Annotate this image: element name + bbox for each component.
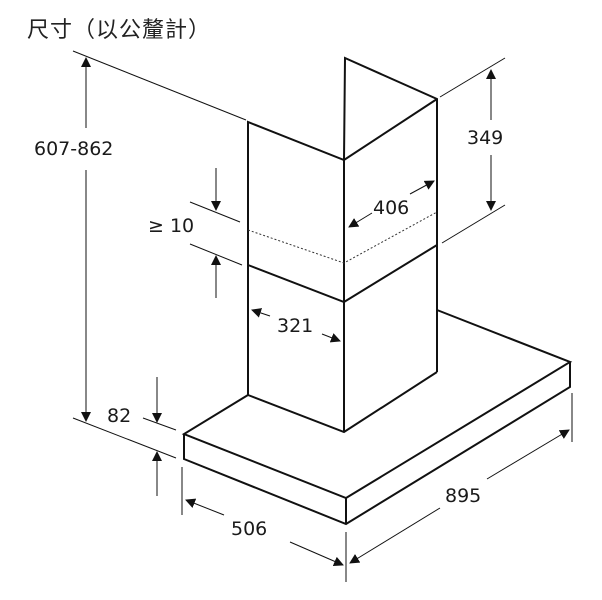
diagram-title: 尺寸（以公釐計） (27, 18, 212, 43)
hood-outline (181, 56, 573, 526)
dim-chimney-width: 406 (373, 197, 409, 219)
dim-canopy-height: 82 (107, 405, 131, 427)
dim-canopy-width: 895 (445, 485, 481, 507)
dimension-labels: 607-862 349 406 ≥ 10 321 82 506 895 (34, 127, 503, 540)
dim-upper-chimney-height: 349 (467, 127, 503, 149)
dim-canopy-depth: 506 (231, 518, 267, 540)
dimension-lines (72, 50, 573, 582)
dim-total-height: 607-862 (34, 138, 113, 160)
dim-min-overlap: ≥ 10 (148, 215, 194, 237)
dim-chimney-depth: 321 (277, 315, 313, 337)
overlap-dotted-line (247, 211, 438, 264)
